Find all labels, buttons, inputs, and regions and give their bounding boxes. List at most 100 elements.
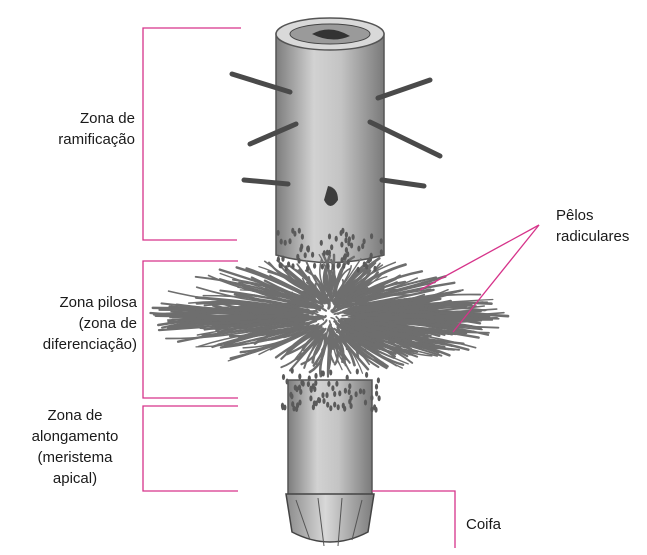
root-hair-stub [281, 404, 284, 410]
root-hair-stub [370, 395, 373, 401]
root-hair-stub [296, 402, 299, 408]
label-zona-pilosa: Zona pilosa (zona de diferenciação) [2, 292, 137, 355]
root-hair [331, 318, 335, 322]
root-hair-stub [322, 398, 325, 404]
label-pelos-radiculares: Pêlos radiculares [556, 205, 646, 247]
root-hair-stub [380, 238, 383, 244]
root-hair-stub [348, 389, 351, 395]
root-hair-stub [285, 265, 288, 271]
root-hair-stub [306, 266, 309, 272]
root-hair-stub [338, 390, 341, 396]
root-hair-stub [357, 246, 360, 252]
root-hair-stub [331, 264, 334, 270]
root-hair-stub [345, 232, 348, 238]
root-hair-stub [346, 375, 349, 381]
root-hair-stub [329, 370, 332, 376]
root-hair-stub [375, 391, 378, 397]
root-hair-stub [315, 400, 318, 406]
root-hair-stub [380, 249, 383, 255]
root-hair-stub [345, 247, 348, 253]
root-hair-stub [329, 405, 332, 411]
root-hair-stub [350, 243, 353, 249]
root-hairs-mass [151, 228, 509, 413]
root-hair-stub [378, 395, 381, 401]
root-hair-stub [340, 230, 343, 236]
bracket-zona-alongamento [143, 406, 238, 491]
root-hair-stub [320, 370, 323, 376]
bracket-zona-ramificacao [143, 28, 241, 240]
root-hair-stub [352, 234, 355, 240]
root-hair-stub [327, 263, 330, 269]
root-hair-stub [298, 374, 301, 380]
root-hair-stub [300, 380, 303, 386]
root-hair-stub [331, 385, 334, 391]
root-hair-stub [357, 267, 360, 273]
root-hair-stub [290, 393, 293, 399]
root-hair-stub [321, 264, 324, 270]
root-hair-stub [281, 256, 284, 262]
root-hair-stub [365, 264, 368, 270]
root-hair-stub [344, 388, 347, 394]
root-hair-stub [370, 253, 373, 259]
root-hair-stub [307, 245, 310, 251]
root-hair-stub [318, 397, 321, 403]
root-hair-stub [337, 404, 340, 410]
root-hair-stub [364, 400, 367, 406]
root-hair-stub [286, 379, 289, 385]
root-hair-stub [348, 399, 351, 405]
root-hair-stub [284, 240, 287, 246]
root-hair-stub [277, 256, 280, 262]
root-hair-stub [373, 266, 376, 272]
root-hair-stub [298, 228, 301, 234]
root-hair-stub [333, 391, 336, 397]
root-hair-stub [311, 252, 314, 258]
root-hair-stub [335, 381, 338, 387]
root-hair-stub [365, 372, 368, 378]
root-hair-stub [342, 263, 345, 269]
root-hair-stub [301, 234, 304, 240]
root-hair-stub [291, 368, 294, 374]
label-coifa: Coifa [466, 514, 526, 535]
root-hair-stub [282, 374, 285, 380]
root-hair-stub [298, 258, 301, 264]
root-hair-stub [327, 381, 330, 387]
root-hair-stub [344, 253, 347, 259]
root-hair-stub [373, 404, 376, 410]
label-zona-ramificacao: Zona de ramificação [40, 108, 135, 150]
root-hair-stub [348, 383, 351, 389]
root-hair-stub [338, 262, 341, 268]
root-hair-stub [326, 402, 329, 408]
root-hair-stub [313, 263, 316, 269]
root-hair-stub [340, 242, 343, 248]
root-hair-stub [321, 392, 324, 398]
root-hair-stub [328, 234, 331, 240]
root-hair-stub [370, 233, 373, 239]
root-hair-stub [356, 369, 359, 375]
root-hair-stub [367, 258, 370, 264]
root-hair-stub [344, 237, 347, 243]
leader-coifa [372, 491, 455, 548]
root-hair-stub [330, 244, 333, 250]
root-hair-stub [359, 388, 362, 394]
root-hair-stub [363, 238, 366, 244]
root-hair-stub [299, 246, 302, 252]
root-lower-cylinder [288, 380, 372, 498]
root-hair-stub [326, 250, 329, 256]
root-hair-stub [310, 387, 313, 393]
root-hair-stub [314, 380, 317, 386]
root-cap [286, 494, 374, 546]
root-hair-stub [293, 231, 296, 237]
root-upper-cylinder [276, 18, 384, 263]
root-hair-stub [320, 240, 323, 246]
root-hair-stub [288, 238, 291, 244]
root-hair-stub [279, 262, 282, 268]
root-hair-stub [343, 406, 346, 412]
root-hair-stub [347, 259, 350, 265]
root-hair-stub [341, 257, 344, 263]
root-hair-stub [325, 392, 328, 398]
root-hair-stub [291, 263, 294, 269]
root-hair-stub [309, 395, 312, 401]
root-hair-stub [377, 377, 380, 383]
label-zona-alongamento: Zona de alongamento (meristema apical) [15, 405, 135, 489]
